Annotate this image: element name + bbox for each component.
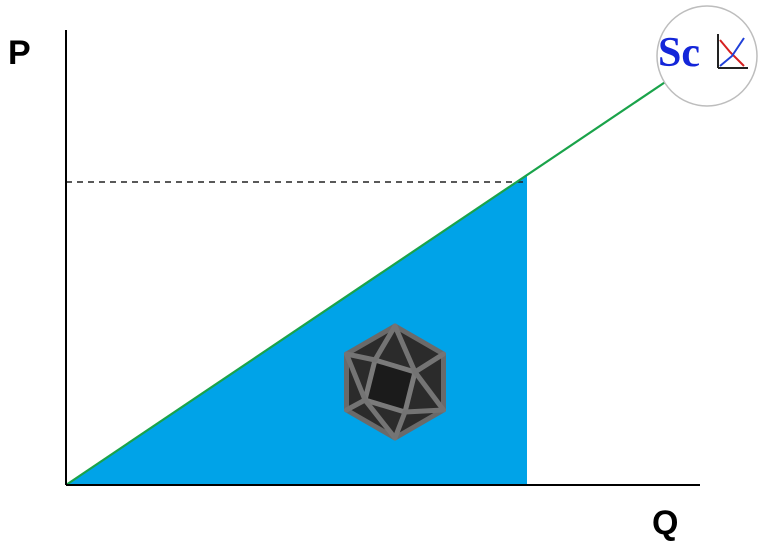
icosahedron-icon — [344, 323, 446, 441]
logo-mini-chart-icon — [717, 34, 748, 69]
logo-text: Sc — [658, 30, 700, 76]
series-line — [65, 81, 666, 486]
y-axis-label: P — [8, 34, 31, 72]
x-axis-label: Q — [652, 504, 678, 542]
scx-logo-icon: Sc — [656, 5, 758, 107]
